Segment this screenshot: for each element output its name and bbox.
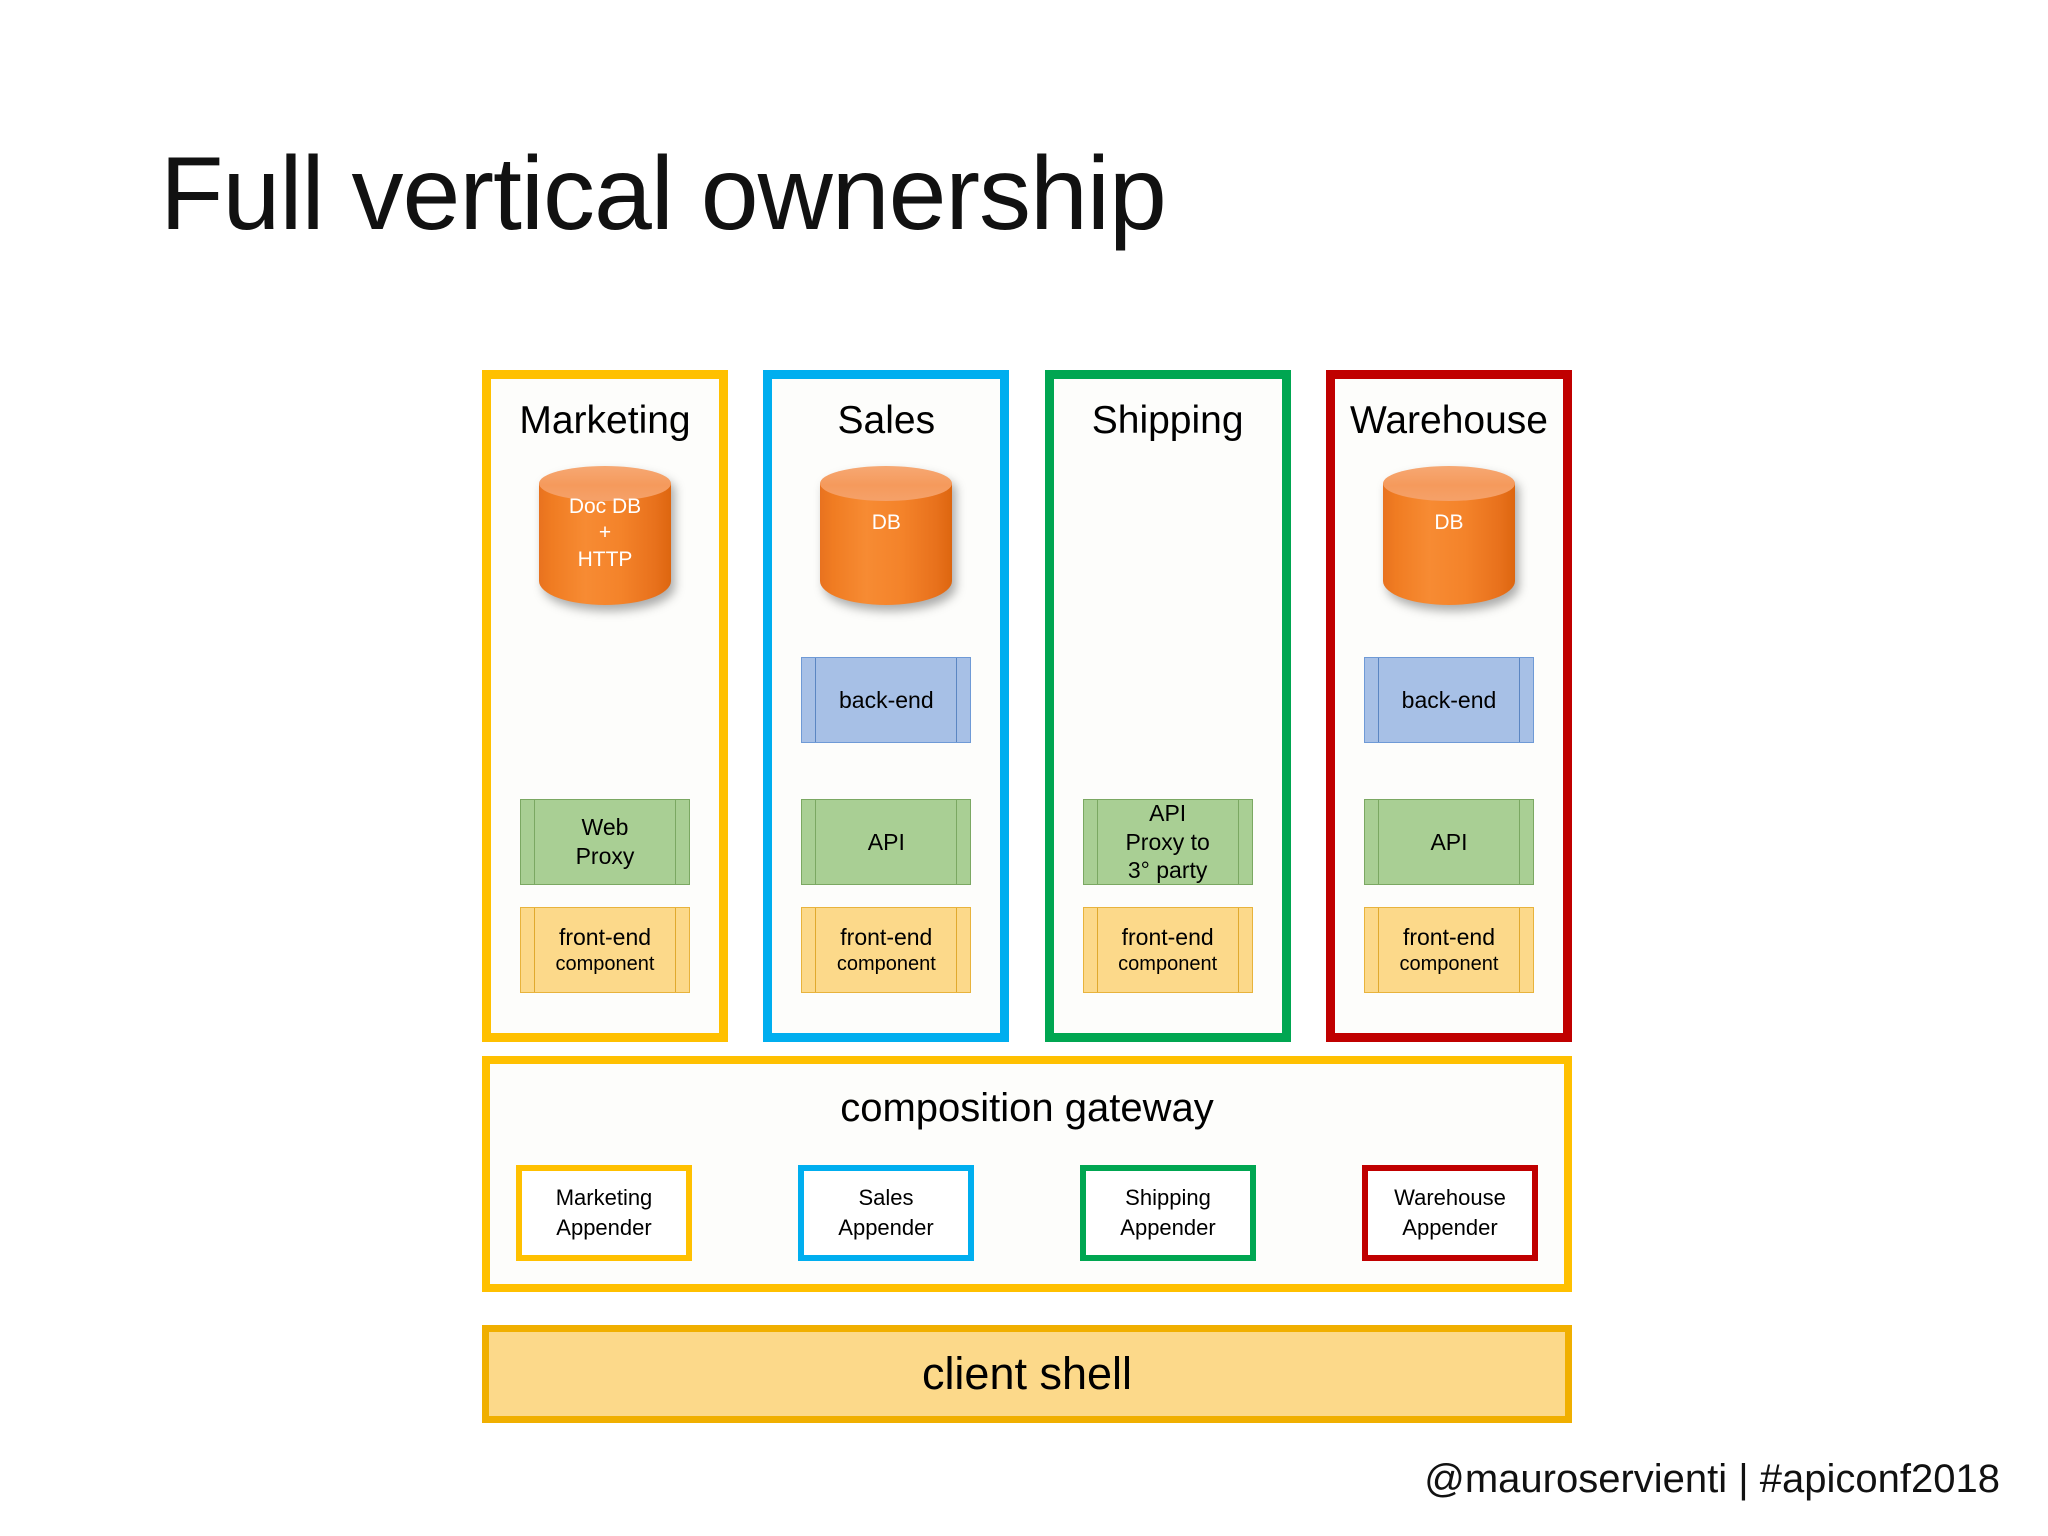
database-slot-sales: DB <box>772 466 1000 648</box>
database-cylinder-icon: DB <box>820 466 953 614</box>
vertical-title-shipping: Shipping <box>1091 399 1244 442</box>
frontend-label-line2: component <box>1399 952 1499 975</box>
database-label-line1: Doc DB <box>568 495 642 518</box>
frontend-label-line1: front-end <box>1402 923 1496 950</box>
appender-label-line1: Sales <box>858 1185 914 1211</box>
api-label-line1: Web <box>581 814 629 841</box>
api-label-line2: Proxy <box>575 843 635 869</box>
verticals-container: Marketing Doc DB + HTTP Web Proxy front-… <box>482 370 1572 1042</box>
vertical-title-marketing: Marketing <box>519 399 691 442</box>
database-body <box>820 483 953 605</box>
appender-label-line1: Marketing <box>555 1185 653 1211</box>
appender-marketing[interactable]: Marketing Appender <box>516 1165 692 1261</box>
database-slot-warehouse: DB <box>1335 466 1563 648</box>
database-top <box>820 466 953 501</box>
vertical-warehouse[interactable]: Warehouse DB back-end API front-end comp… <box>1325 370 1572 1042</box>
vertical-shipping[interactable]: Shipping API Proxy to 3° party front-end… <box>1044 370 1291 1042</box>
database-label-line3: HTTP <box>577 547 633 571</box>
appender-warehouse[interactable]: Warehouse Appender <box>1362 1165 1538 1261</box>
frontend-label-line2: component <box>1118 952 1218 975</box>
database-cylinder-icon: Doc DB + HTTP <box>539 466 671 614</box>
vertical-title-sales: Sales <box>837 399 936 442</box>
backend-box-sales[interactable]: back-end <box>801 657 972 743</box>
api-box-marketing[interactable]: Web Proxy <box>520 799 690 885</box>
database-top <box>1382 466 1515 501</box>
api-box-warehouse[interactable]: API <box>1363 799 1534 885</box>
appender-label-line2: Appender <box>556 1215 652 1240</box>
api-label-line1: API <box>1149 799 1187 826</box>
frontend-label-line1: front-end <box>840 923 933 950</box>
api-label: API <box>1430 828 1468 855</box>
database-label-sales: DB <box>871 511 901 534</box>
appender-shipping[interactable]: Shipping Appender <box>1080 1165 1256 1261</box>
database-top <box>539 466 671 501</box>
database-label-line2: + <box>598 521 612 545</box>
api-box-shipping[interactable]: API Proxy to 3° party <box>1082 799 1253 885</box>
frontend-box-sales[interactable]: front-end component <box>801 907 972 993</box>
frontend-box-marketing[interactable]: front-end component <box>520 907 690 993</box>
appender-label-line2: Appender <box>1402 1215 1498 1240</box>
api-label-line3: 3° party <box>1127 857 1208 884</box>
backend-label: back-end <box>839 686 934 713</box>
vertical-sales[interactable]: Sales DB back-end API front-end componen… <box>763 370 1010 1042</box>
vertical-marketing[interactable]: Marketing Doc DB + HTTP Web Proxy front-… <box>482 370 728 1042</box>
appender-sales[interactable]: Sales Appender <box>798 1165 974 1261</box>
appender-label-line2: Appender <box>838 1215 934 1240</box>
client-shell-label: client shell <box>921 1348 1133 1399</box>
frontend-box-warehouse[interactable]: front-end component <box>1363 907 1534 993</box>
vertical-title-warehouse: Warehouse <box>1349 399 1548 442</box>
appender-label-line2: Appender <box>1120 1215 1216 1240</box>
database-body <box>1382 483 1515 605</box>
composition-gateway[interactable]: composition gateway Marketing Appender S… <box>482 1056 1572 1292</box>
composition-gateway-title: composition gateway <box>840 1086 1214 1130</box>
frontend-label-line2: component <box>836 952 936 975</box>
page-title: Full vertical ownership <box>160 136 1167 252</box>
api-label-line2: Proxy to <box>1125 828 1210 855</box>
client-shell-box[interactable]: client shell <box>482 1325 1572 1423</box>
footer-credit: @mauroservienti | #apiconf2018 <box>1424 1457 2000 1501</box>
backend-label: back-end <box>1401 686 1497 713</box>
frontend-label-line1: front-end <box>1121 923 1214 950</box>
database-label-warehouse: DB <box>1434 511 1464 534</box>
frontend-label-line2: component <box>555 952 655 975</box>
database-body <box>539 483 671 605</box>
database-slot-marketing: Doc DB + HTTP <box>491 466 719 648</box>
appenders-container: Marketing Appender Sales Appender Shippi… <box>516 1165 1538 1261</box>
api-label: API <box>867 828 905 855</box>
database-label-marketing: Doc DB + HTTP <box>539 494 671 573</box>
api-box-sales[interactable]: API <box>801 799 972 885</box>
backend-box-warehouse[interactable]: back-end <box>1363 657 1534 743</box>
database-cylinder-icon: DB <box>1382 466 1515 614</box>
frontend-label-line1: front-end <box>558 923 652 950</box>
appender-label-line1: Warehouse <box>1394 1185 1506 1211</box>
appender-label-line1: Shipping <box>1125 1185 1211 1211</box>
frontend-box-shipping[interactable]: front-end component <box>1082 907 1253 993</box>
